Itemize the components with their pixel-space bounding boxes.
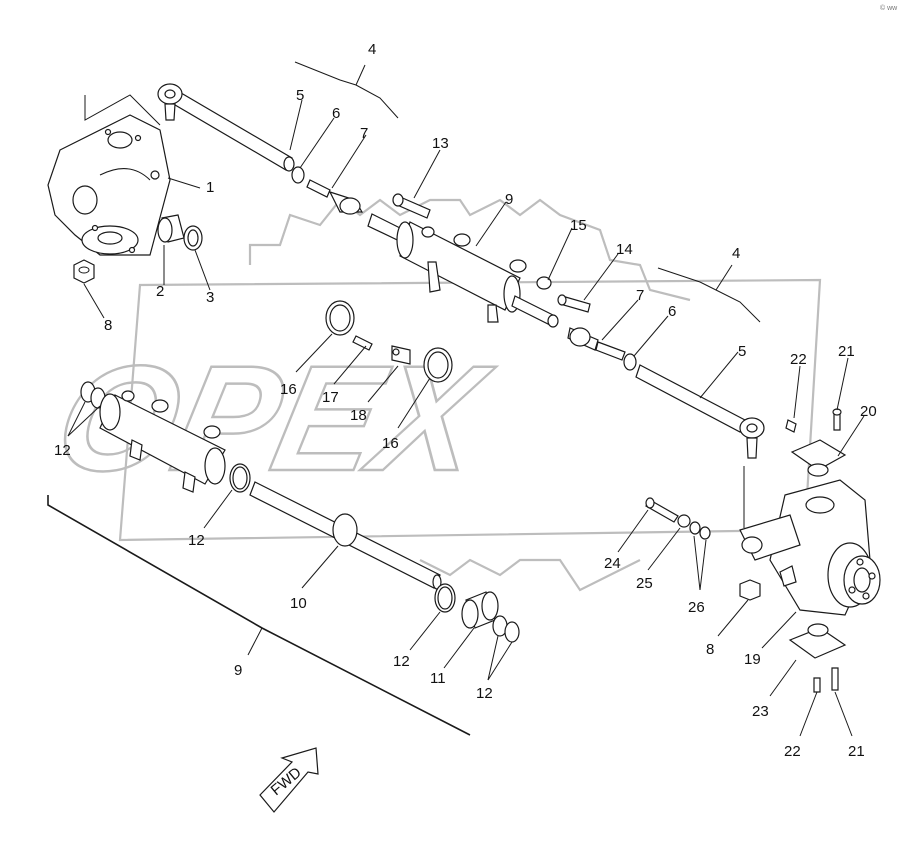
callout-c26: 26 (688, 599, 705, 616)
callout-c11: 11 (430, 670, 446, 687)
left-knuckle (47, 94, 171, 256)
pin-17 (352, 335, 373, 351)
nut-8-left (73, 259, 95, 284)
callout-c22a: 22 (790, 351, 807, 368)
ring-3 (183, 225, 203, 251)
callout-c6a: 6 (332, 105, 340, 122)
bracket-4-left (294, 61, 399, 119)
bracket-9-bottom (47, 495, 471, 736)
callout-c17: 17 (322, 389, 339, 406)
callout-c12a: 12 (54, 442, 71, 459)
callout-c15: 15 (570, 217, 587, 234)
callout-c14: 14 (616, 241, 633, 258)
callout-c21b: 21 (848, 743, 865, 760)
callout-c16a: 16 (280, 381, 297, 398)
forward-direction-arrow: FWD (259, 747, 319, 813)
callout-c4a: 4 (368, 41, 376, 58)
callout-c2: 2 (156, 283, 164, 300)
upper-cylinder (367, 213, 559, 328)
callout-c13: 13 (432, 135, 449, 152)
lower-cylinder-barrel (99, 390, 226, 493)
callout-c12d: 12 (476, 685, 493, 702)
bolt-21-bottom (831, 667, 839, 691)
callout-c21a: 21 (838, 343, 855, 360)
callout-c18: 18 (350, 407, 367, 424)
callout-c12c: 12 (393, 653, 410, 670)
callout-c16b: 16 (382, 435, 399, 452)
callout-c1: 1 (206, 179, 214, 196)
callout-c22b: 22 (784, 743, 801, 760)
callout-c24: 24 (604, 555, 621, 572)
flange-20 (790, 439, 847, 477)
grease-fitting-22-top (785, 419, 797, 433)
watermark-gear-outline-bottom (419, 558, 641, 592)
callout-c10: 10 (290, 595, 307, 612)
seal-ring-12-mid (229, 463, 251, 493)
right-knuckle (739, 479, 881, 616)
callout-c20: 20 (860, 403, 877, 420)
callout-c8a: 8 (104, 317, 112, 334)
right-tie-rod (567, 327, 765, 459)
callout-c9b: 9 (234, 662, 242, 679)
watermark-gear-outline (248, 198, 691, 302)
washer-15 (536, 276, 552, 290)
seal-ring-12-lower (434, 583, 456, 613)
callout-c3: 3 (206, 289, 214, 306)
callout-c9a: 9 (505, 191, 513, 208)
bracket-4-right-tick (715, 264, 733, 291)
section-brackets (47, 61, 761, 736)
bolt-21-top (832, 408, 842, 431)
snap-ring-16-left (325, 300, 355, 336)
callout-c5b: 5 (738, 343, 746, 360)
seal-rings-12-bottom (492, 615, 520, 643)
callout-c12b: 12 (188, 532, 205, 549)
leader-lines (67, 99, 865, 737)
callout-c6b: 6 (668, 303, 676, 320)
bolt-14 (557, 294, 591, 313)
bracket-4-left-tick (355, 64, 366, 86)
flange-23 (788, 623, 847, 659)
bolt-24 (645, 497, 679, 523)
washers-26 (689, 521, 711, 540)
bolt-13 (392, 193, 431, 219)
callout-c4b: 4 (732, 245, 740, 262)
callout-c7a: 7 (360, 125, 368, 142)
callout-c8b: 8 (706, 641, 714, 658)
upper-tie-rod (157, 83, 364, 215)
callout-c7b: 7 (636, 287, 644, 304)
grease-fitting-22-bottom (813, 677, 821, 693)
nut-8-right (739, 579, 761, 601)
snap-ring-16-right (423, 347, 453, 383)
callout-c25: 25 (636, 575, 653, 592)
clip-18 (391, 345, 411, 365)
piston-rod-10 (249, 481, 442, 590)
corner-mark: © ww (880, 4, 898, 12)
bushing-2 (157, 214, 185, 243)
bracket-9-tick (247, 627, 263, 656)
callout-c19: 19 (744, 651, 761, 668)
washer-25 (677, 514, 691, 528)
gland-11 (461, 591, 499, 629)
callout-c23: 23 (752, 703, 769, 720)
callout-c5a: 5 (296, 87, 304, 104)
